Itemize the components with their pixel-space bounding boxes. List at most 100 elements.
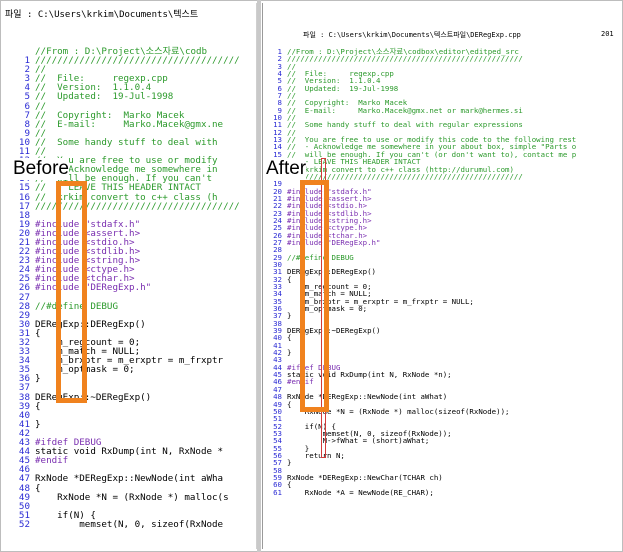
code-text: m_match = NULL; [287, 289, 372, 299]
line-number: 42 [18, 427, 30, 439]
code-line: 26#include "DERegExp.h" [3, 283, 240, 292]
code-text: } [35, 418, 41, 430]
line-number: 41 [18, 418, 30, 430]
after-line-number-highlight [300, 180, 329, 412]
line-number: 58 [273, 465, 282, 475]
line-number: 12 [273, 127, 282, 137]
line-number: 4 [277, 69, 282, 79]
split-divider[interactable] [257, 0, 261, 552]
line-number: 50 [273, 406, 282, 416]
code-text: // [287, 61, 296, 71]
line-number: 20 [273, 186, 282, 196]
code-text: { [35, 400, 41, 412]
line-number: 53 [273, 428, 282, 438]
code-text: // Version: 1.1.0.4 [287, 76, 381, 86]
code-text: // File: regexp.cpp [287, 69, 394, 79]
code-line: 29 [3, 311, 240, 320]
code-text: // Some handy stuff to deal with regular… [287, 120, 523, 130]
code-text: // krkim convert to c++ class (h [35, 191, 218, 203]
code-line: 10// [263, 114, 576, 122]
code-line: 29//#define DEBUG [263, 253, 576, 261]
code-line: 50 [3, 502, 240, 511]
line-number: 38 [273, 318, 282, 328]
code-line: 53 memset(N, 0, sizeof(RxNode)); [263, 428, 576, 438]
line-number: 15 [18, 182, 30, 194]
line-number: 9 [24, 127, 30, 139]
code-line: 39 DERegExp::~DERegExp() [263, 326, 576, 336]
line-number: 24 [18, 264, 30, 276]
code-line: 42} [263, 348, 576, 358]
code-line: 40 [3, 411, 240, 420]
code-line: 8// Copyright: Marko Macek [263, 99, 576, 107]
line-number: 51 [273, 414, 282, 424]
line-number: 11 [273, 120, 282, 130]
code-line: 12 // [263, 127, 576, 137]
line-number: 51 [18, 509, 30, 521]
code-text: } [287, 458, 292, 468]
code-line: 28 [263, 245, 576, 255]
code-text: // Version: 1.1.0.4 [35, 82, 152, 94]
code-line: 7// [263, 92, 576, 100]
code-text: // [287, 127, 296, 137]
line-number: 28 [273, 245, 282, 255]
code-line: 8// E-mail: Marko.Macek@gmx.ne [3, 120, 240, 129]
code-line: 3 // [263, 61, 576, 71]
line-number: 39 [273, 326, 282, 336]
code-text: // Updated: 19-Jul-1998 [35, 91, 174, 103]
line-number: 48 [18, 482, 30, 494]
line-number: 43 [273, 355, 282, 365]
line-number: 35 [18, 364, 30, 376]
code-text: m_brxptr = m_erxptr = m_frxptr = NULL; [287, 296, 474, 306]
code-text: m_brxptr = m_erxptr = m_frxptr [35, 355, 224, 367]
line-number: 22 [18, 246, 30, 258]
code-text: // You are free to use or modify this co… [287, 135, 577, 145]
line-number: 43 [18, 437, 30, 449]
line-number: 6 [277, 83, 282, 93]
code-text: // [35, 146, 47, 158]
code-text: { [35, 327, 41, 339]
after-file-header: 파일 : C:\Users\krkim\Documents\텍스트파일\DERe… [303, 31, 521, 39]
line-number: 55 [273, 443, 282, 453]
line-number: 28 [18, 300, 30, 312]
line-number: 49 [273, 399, 282, 409]
line-number: 13 [273, 135, 282, 145]
code-line: 49 RxNode *N = (RxNode *) malloc(s [3, 492, 240, 501]
code-line: 32{ [263, 275, 576, 283]
line-number: 36 [273, 304, 282, 314]
code-text: RxNode *DERegExp::NewNode(int aWha [35, 473, 224, 485]
line-number: 37 [273, 311, 282, 321]
line-number: 42 [273, 348, 282, 358]
line-number: 30 [273, 259, 282, 269]
line-number: 36 [18, 373, 30, 385]
before-code-page[interactable]: 파일 : C:\Users\krkim\Documents\텍스트 //From… [3, 3, 257, 549]
code-text: { [287, 399, 292, 409]
code-line: 2///////////////////////////////////////… [263, 55, 576, 63]
code-line: 13 // You are free to use or modify this … [263, 135, 577, 145]
code-text: DERegExp::~DERegExp() [287, 326, 381, 336]
code-line: 34 m_brxptr = m_erxptr = m_frxptr [3, 356, 240, 365]
line-number: 3 [24, 73, 30, 85]
code-text: DERegExp::~DERegExp() [35, 391, 152, 403]
code-text: #include "DERegExp.h" [35, 282, 152, 294]
line-number: 3 [277, 61, 282, 71]
line-number: 44 [273, 362, 282, 372]
before-line-number-highlight [56, 181, 87, 403]
code-text: ///////////////////////////////////// [35, 200, 240, 212]
line-number: 2 [24, 64, 30, 76]
code-text: #endif [35, 455, 69, 467]
line-number: 50 [18, 500, 30, 512]
line-number: 21 [18, 236, 30, 248]
line-number: 22 [273, 201, 282, 211]
line-number: 8 [24, 118, 30, 130]
code-text: } [287, 443, 310, 453]
code-line: 48{ [3, 482, 240, 494]
code-line: 38 [263, 318, 576, 328]
code-text: //From : D:\Project\소스자료\codbox\editor\e… [287, 47, 519, 56]
code-line: 1///////////////////////////////////// [3, 56, 239, 65]
